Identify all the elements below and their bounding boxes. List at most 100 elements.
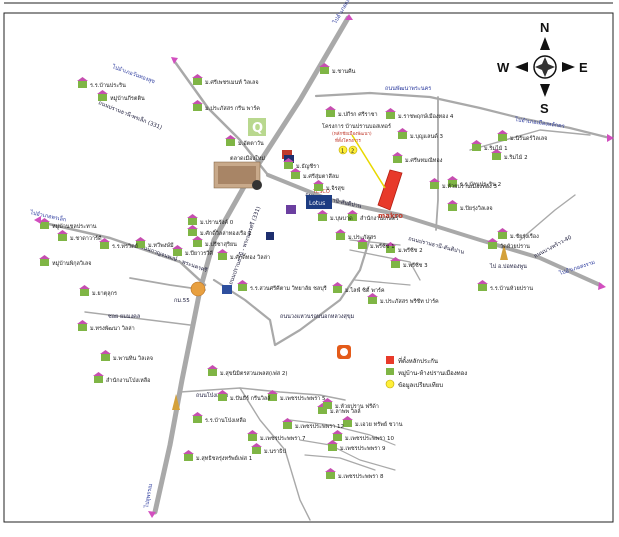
village-icon[interactable] — [77, 77, 88, 88]
village-icon[interactable] — [325, 468, 336, 479]
project-marker-2 — [348, 145, 358, 155]
village-icon[interactable] — [385, 108, 396, 119]
village-icon[interactable] — [100, 350, 111, 361]
road-name-northeast: ไปอำเภอเมืองหลักคร — [514, 116, 565, 130]
landmark-roundabout[interactable] — [190, 281, 206, 297]
village-icon[interactable] — [183, 450, 194, 461]
village-icon-roof — [79, 285, 90, 289]
village-icon[interactable] — [57, 230, 68, 241]
village-icon[interactable] — [99, 238, 110, 249]
village-icon[interactable] — [471, 140, 482, 151]
village-icon[interactable] — [217, 390, 228, 401]
village-icon[interactable] — [192, 74, 203, 85]
village-icon-body — [188, 229, 197, 236]
village-icon[interactable] — [429, 178, 440, 189]
village-icon[interactable] — [207, 365, 218, 376]
village-icon[interactable] — [93, 372, 104, 383]
edge-arrows — [34, 14, 614, 518]
village-icon[interactable] — [192, 100, 203, 111]
village-icon[interactable] — [335, 229, 346, 240]
legend-swatch-plot — [386, 356, 394, 364]
village-icon[interactable] — [97, 90, 108, 101]
village-icon[interactable] — [251, 443, 262, 454]
village-icon[interactable] — [237, 280, 248, 291]
village-icon[interactable] — [392, 152, 403, 163]
project-title: โครงการ บ้านปรานบอสเทอร์ — [322, 122, 391, 130]
village-icon[interactable] — [367, 293, 378, 304]
road-south-grid-b — [299, 439, 396, 471]
village-icon[interactable] — [79, 285, 90, 296]
village-icon[interactable] — [319, 63, 330, 74]
landmark-gas-logo — [340, 348, 348, 356]
village-icon-roof — [97, 90, 108, 94]
legend-label-info: ข้อมูลเปรียบเทียบ — [398, 381, 443, 389]
village-icon[interactable] — [447, 200, 458, 211]
village-icon[interactable] — [342, 416, 353, 427]
village-icon[interactable] — [447, 176, 458, 187]
landmark-temple-south[interactable] — [172, 394, 180, 410]
landmark-blue-box-2[interactable] — [266, 232, 274, 240]
village-icon[interactable] — [192, 412, 203, 423]
village-icon-roof — [207, 365, 218, 369]
landmark-bank-3[interactable] — [222, 285, 232, 294]
village-icon[interactable] — [497, 228, 508, 239]
village-icon[interactable] — [187, 214, 198, 225]
village-icon[interactable] — [290, 168, 301, 179]
village-icon[interactable] — [491, 149, 502, 160]
landmark-hospital[interactable] — [252, 180, 262, 190]
village-icon[interactable] — [39, 218, 50, 229]
place-label: ม.ริมไม้ 1 — [484, 145, 508, 152]
landmark-q-hotel[interactable] — [248, 118, 266, 136]
landmark-bank-1[interactable] — [282, 150, 292, 159]
village-icon-roof — [497, 228, 508, 232]
village-icon[interactable] — [172, 245, 183, 256]
landmark-bank-2[interactable] — [286, 205, 296, 214]
project-marker-2-label: 2 — [351, 149, 354, 155]
project-marker-1-label: 1 — [341, 149, 344, 155]
place-label: ม.ประภัสสร กรีน พาร์ค — [205, 105, 260, 112]
village-icon[interactable] — [322, 398, 333, 409]
village-icon[interactable] — [332, 282, 343, 293]
village-icon-roof — [447, 200, 458, 204]
landmark-tesco-bg[interactable] — [306, 195, 332, 209]
village-icon[interactable] — [217, 249, 228, 260]
village-icon[interactable] — [282, 418, 293, 429]
landmark-makro[interactable]: makro — [378, 212, 403, 220]
place-label: ม.ปกีรก ศรีราชา — [338, 111, 378, 118]
village-icon[interactable] — [267, 390, 278, 401]
village-icon-roof — [57, 230, 68, 234]
village-icon[interactable] — [325, 106, 336, 117]
village-icon[interactable] — [187, 225, 198, 236]
village-icon-body — [323, 402, 332, 409]
place-label: ม.สุทธิชลรุ่งทรัพย์เฟส 1 — [196, 455, 252, 462]
place-label: ม.ปันธีร์ กรีนวิลล์ — [230, 395, 271, 402]
village-icon[interactable] — [497, 130, 508, 141]
village-icon[interactable] — [247, 430, 258, 441]
project-plot[interactable]: โครงการ บ้านปรานบอสเทอร์ (หลักชัยเมืองพั… — [322, 122, 403, 211]
village-icon[interactable] — [477, 280, 488, 291]
village-icon[interactable] — [390, 257, 401, 268]
village-icon[interactable] — [192, 236, 203, 247]
place-label: ม.เพชรประพพรา 10 — [345, 435, 395, 442]
village-icon[interactable] — [332, 430, 343, 441]
place-label: ร.ร.บ้านโป่งเหลือ — [205, 416, 246, 424]
village-icon[interactable] — [357, 238, 368, 249]
village-icon[interactable] — [347, 210, 358, 221]
village-icon[interactable] — [487, 238, 498, 249]
village-icon-roof — [172, 245, 183, 249]
village-icon[interactable] — [283, 158, 294, 169]
village-icon-body — [284, 162, 293, 169]
village-icon[interactable] — [135, 237, 146, 248]
place-label: ม.เพชรประพพรา 12 — [295, 423, 344, 430]
village-icon[interactable] — [225, 135, 236, 146]
village-icon[interactable] — [77, 320, 88, 331]
landmark-temple-east[interactable] — [500, 244, 508, 260]
village-icon[interactable] — [317, 210, 328, 221]
village-icon[interactable] — [385, 242, 396, 253]
village-icon[interactable] — [39, 255, 50, 266]
place-label: ม.พรีซีช 2 — [398, 247, 423, 254]
village-icon-body — [94, 376, 103, 383]
village-icon[interactable] — [313, 180, 324, 191]
village-icon[interactable] — [327, 440, 338, 451]
village-icon[interactable] — [397, 128, 408, 139]
